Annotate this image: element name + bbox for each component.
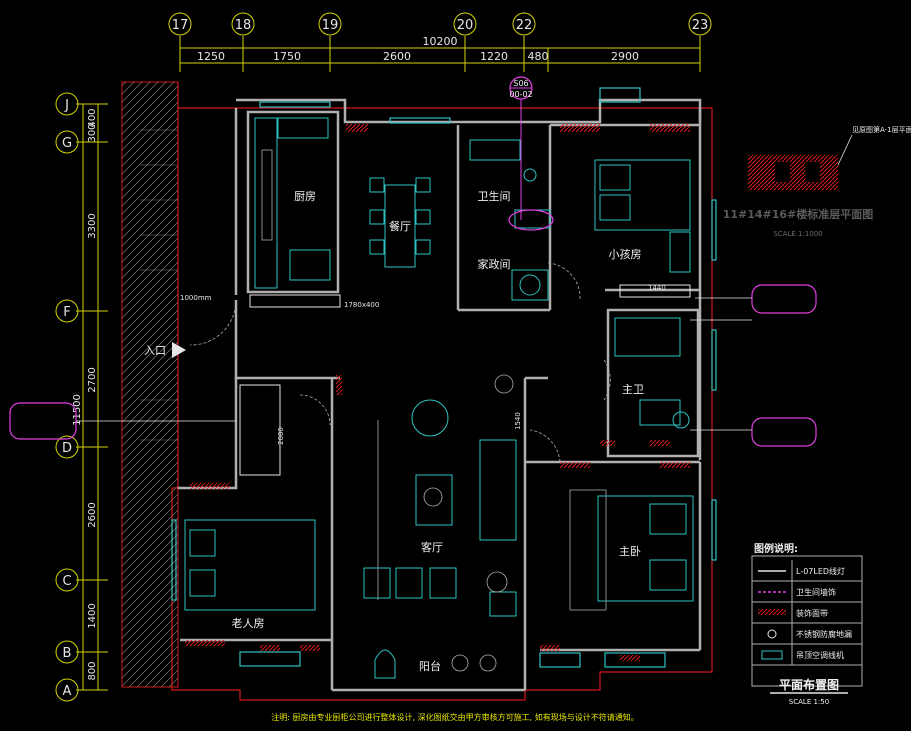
room-label-bath-small: 卫生间 (478, 189, 511, 203)
detail-vignette (748, 134, 853, 190)
section-tag-top: S06 (513, 79, 528, 88)
leader-lines (76, 297, 752, 431)
plants (423, 374, 514, 672)
left-dim-3: 3300 (87, 213, 98, 238)
legend-symbols (758, 570, 786, 660)
room-label-master-bedroom: 主卧 (619, 545, 641, 558)
room-label-utility: 家政间 (478, 257, 511, 271)
top-dim-4: 1220 (480, 50, 508, 63)
top-total-dim: 10200 (423, 35, 458, 48)
left-dim-1: 400 (87, 108, 98, 127)
entrance-label: 入口 (144, 344, 166, 357)
left-dimension-line (76, 103, 108, 691)
room-label-child-room: 小孩房 (609, 248, 642, 261)
detail-title: 11#14#16#楼标准层平面图 (723, 207, 874, 221)
grid-label-19: 19 (322, 18, 339, 33)
dim-2080-label: 2080 (277, 427, 285, 445)
top-dim-2: 1750 (273, 50, 301, 63)
stair-corridor (121, 81, 179, 688)
legend-item-3: 装饰面带 (796, 608, 828, 618)
left-dim-7: 800 (87, 661, 98, 680)
room-label-elder-room: 老人房 (232, 617, 265, 630)
decor-wall-bands (185, 124, 690, 661)
windows (171, 87, 717, 668)
grid-label-17: 17 (172, 18, 189, 33)
grid-label-18: 18 (235, 18, 252, 33)
exterior-boundary (171, 82, 713, 701)
left-total-dim: 11500 (72, 394, 83, 426)
legend-item-1: L-07LED线灯 (796, 566, 845, 576)
room-label-living: 客厅 (421, 540, 443, 554)
grid-label-22: 22 (516, 18, 533, 33)
legend-item-2: 卫生间墙饰 (796, 587, 836, 597)
footnote: 注明: 厨房由专业厨柜公司进行整体设计, 深化图纸交由甲方审核方可施工, 如有现… (271, 712, 638, 722)
section-tag-bottom: 00-02 (509, 90, 532, 99)
room-label-master-bath: 主卫 (622, 383, 644, 396)
detail-note: 见原图第A-1层平面图 (852, 125, 911, 134)
grid-label-23: 23 (692, 18, 709, 33)
legend-box (751, 555, 863, 687)
doors (189, 262, 611, 463)
legend-heading: 图例说明: (754, 542, 798, 555)
grid-label-f: F (63, 305, 70, 320)
section-callout (508, 76, 554, 231)
grid-label-20: 20 (457, 18, 474, 33)
room-label-dining: 餐厅 (389, 219, 411, 233)
top-dim-5: 480 (528, 50, 549, 63)
dim-1440-label: 1440 (648, 284, 666, 292)
top-grid-bubbles (168, 12, 712, 36)
entrance-arrow-icon (172, 342, 186, 358)
left-dim-4: 2700 (87, 367, 98, 392)
top-dim-6: 2900 (611, 50, 639, 63)
dim-1540-label: 1540 (514, 412, 522, 430)
dim-1000-label: 1000mm (180, 294, 212, 302)
grid-label-a: A (63, 684, 72, 699)
revision-clouds (9, 284, 817, 447)
furniture (184, 117, 694, 679)
drawing-scale: SCALE 1:50 (789, 698, 829, 706)
drawing-title: 平面布置图 (779, 677, 839, 692)
grid-label-c: C (62, 574, 71, 589)
top-dimension-line (179, 36, 701, 72)
room-label-kitchen: 厨房 (294, 190, 316, 203)
detail-scale: SCALE 1:1000 (773, 230, 822, 238)
grid-label-g: G (62, 136, 72, 151)
left-grid-bubbles (55, 92, 79, 702)
grid-label-b: B (63, 646, 72, 661)
grid-label-j: J (64, 98, 69, 113)
dim-1780-label: 1780x400 (344, 301, 379, 309)
grid-label-d: D (62, 441, 72, 456)
top-dim-1: 1250 (197, 50, 225, 63)
room-label-balcony: 阳台 (419, 659, 441, 673)
left-dim-2: 300 (87, 123, 98, 142)
left-dim-6: 1400 (87, 603, 98, 628)
legend-item-5: 吊顶空调线机 (796, 650, 844, 660)
top-dim-3: 2600 (383, 50, 411, 63)
legend-item-4: 不锈钢防腐地漏 (796, 629, 852, 639)
left-dim-5: 2600 (87, 502, 98, 527)
